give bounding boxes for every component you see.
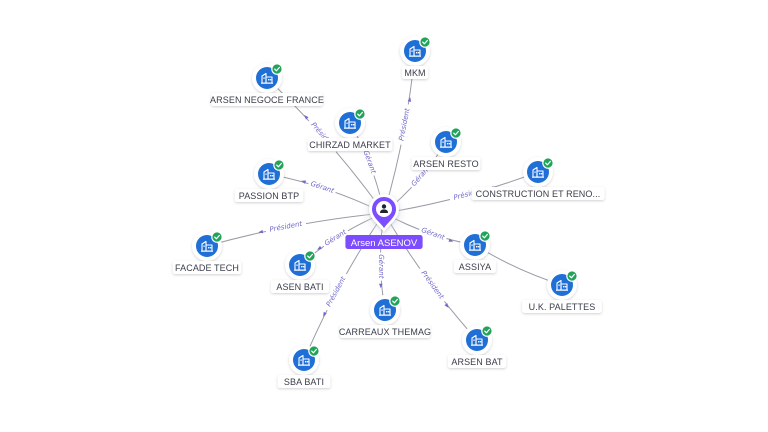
edge-relation-label: Gérant [420, 226, 446, 242]
edge-relation-label: Président [397, 107, 411, 141]
verified-check-icon [542, 157, 554, 169]
center-label-text: Arsen ASENOV [351, 238, 418, 249]
verified-check-icon [479, 230, 491, 242]
company-node-label: PASSION BTP [239, 191, 299, 201]
building-icon [471, 334, 483, 346]
verified-check-icon [419, 36, 431, 48]
company-node-label: ARSEN BAT [451, 357, 503, 367]
company-node-label: CARREAUX THEMAG [339, 327, 431, 337]
verified-check-icon [308, 345, 320, 357]
building-icon [294, 259, 306, 271]
building-icon [469, 239, 481, 251]
company-node-label: SBA BATI [284, 377, 324, 387]
edge-label-asen-bati: Gérant [320, 226, 350, 249]
company-node-uk-palettes[interactable]: U.K. PALETTES [522, 270, 602, 313]
center-node-label[interactable]: Arsen ASENOV [345, 235, 423, 249]
center-node[interactable]: Arsen ASENOV [345, 189, 423, 249]
building-icon [379, 304, 391, 316]
edge-label-passion-btp: Gérant [307, 178, 338, 196]
building-icon [344, 117, 356, 129]
building-icon [261, 72, 273, 84]
company-node-arsen-bat[interactable]: ARSEN BAT [447, 325, 507, 368]
building-icon [263, 168, 275, 180]
company-node-construction-et-reno[interactable]: CONSTRUCTION ET RENO... [471, 157, 605, 200]
edge-label-mkm: Président [396, 103, 412, 146]
company-node-assiya[interactable]: ASSIYA [453, 230, 497, 273]
company-node-carreaux-themag[interactable]: CARREAUX THEMAG [339, 295, 431, 338]
edge-arrow-icon [407, 97, 412, 102]
nodes-layer: MKM ARSEN NEGOCE FRANCE CHIRZAD MARKET ARSE… [172, 36, 605, 388]
company-node-label: ASEN BATI [276, 282, 323, 292]
verified-check-icon [273, 159, 285, 171]
company-node-label: ARSEN NEGOCE FRANCE [210, 95, 324, 105]
edge-relation-label: Président [269, 220, 303, 234]
company-node-mkm[interactable]: MKM [400, 36, 431, 79]
building-icon [409, 45, 421, 57]
company-node-label: CHIRZAD MARKET [309, 140, 391, 150]
verified-check-icon [450, 127, 462, 139]
company-node-asen-bati[interactable]: ASEN BATI [270, 250, 330, 293]
company-node-label: ASSIYA [459, 262, 491, 272]
company-node-label: CONSTRUCTION ET RENO... [476, 189, 601, 199]
verified-check-icon [304, 250, 316, 262]
verified-check-icon [566, 270, 578, 282]
edge-relation-label: Gérant [361, 149, 377, 175]
building-icon [298, 354, 310, 366]
edge-arrow-icon [448, 238, 454, 242]
verified-check-icon [271, 63, 283, 75]
verified-check-icon [211, 231, 223, 243]
company-node-sba-bati[interactable]: SBA BATI [277, 345, 331, 388]
edge-arrow-icon [317, 245, 322, 250]
company-node-facade-tech[interactable]: FACADE TECH [172, 231, 242, 274]
edge-label-carreaux-themag: Gérant [377, 252, 386, 281]
company-node-label: MKM [404, 68, 425, 78]
center-pin-marker[interactable] [369, 194, 399, 232]
edge-arrow-icon [301, 180, 307, 184]
building-icon [556, 279, 568, 291]
edge-relation-label: Gérant [309, 180, 335, 195]
company-node-arsen-negoce-france[interactable]: ARSEN NEGOCE FRANCE [210, 63, 324, 106]
edge-arrow-icon [323, 311, 327, 317]
edge-arrow-icon [379, 283, 383, 289]
verified-check-icon [389, 295, 401, 307]
verified-check-icon [354, 108, 366, 120]
person-icon [380, 204, 388, 213]
building-icon [201, 240, 213, 252]
edge-label-chirzad-market: Gérant [361, 146, 379, 177]
edge-label-facade-tech: Président [264, 218, 307, 234]
building-icon [532, 166, 544, 178]
edge-relation-label: Président [419, 269, 445, 300]
edge-relation-label: Gérant [377, 254, 385, 278]
company-node-arsen-resto[interactable]: ARSEN RESTO [411, 127, 481, 170]
edge-label-arsen-bat: Président [417, 265, 449, 304]
verified-check-icon [481, 325, 493, 337]
company-node-passion-btp[interactable]: PASSION BTP [234, 159, 304, 202]
edge-arrow-icon [258, 229, 264, 234]
company-node-label: FACADE TECH [175, 263, 239, 273]
company-node-label: ARSEN RESTO [413, 159, 478, 169]
edge-arrow-icon [304, 114, 309, 120]
edge-relation-label: Gérant [323, 228, 348, 248]
edge-arrow-icon [444, 303, 449, 308]
company-node-chirzad-market[interactable]: CHIRZAD MARKET [307, 108, 393, 151]
building-icon [440, 136, 452, 148]
company-node-label: U.K. PALETTES [529, 302, 596, 312]
